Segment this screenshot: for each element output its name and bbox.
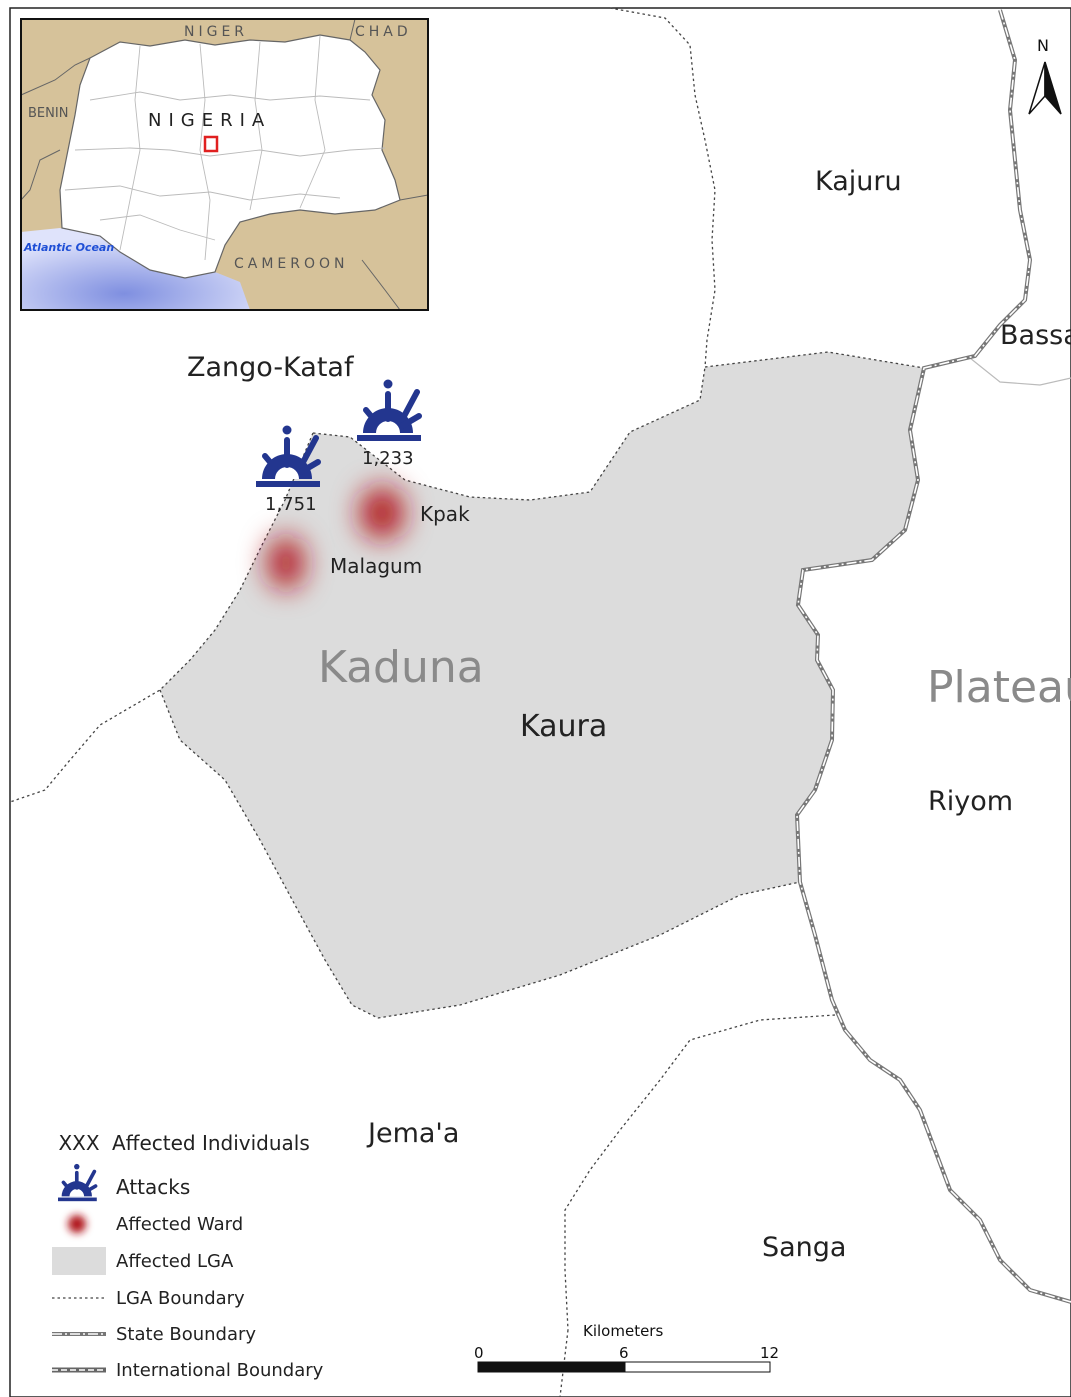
state-label-plateau: Plateau xyxy=(927,662,1071,713)
lga-label-zango-kataf: Zango-Kataf xyxy=(187,352,354,383)
legend-affected-individuals-label: Affected Individuals xyxy=(112,1131,310,1155)
lga-label-jemaa: Jema'a xyxy=(368,1118,460,1149)
legend-row-affected-ward: Affected Ward xyxy=(52,1209,243,1239)
lga-label-riyom: Riyom xyxy=(928,786,1014,817)
legend-state-boundary-label: State Boundary xyxy=(116,1323,257,1345)
legend-row-lga-boundary: LGA Boundary xyxy=(52,1283,245,1313)
scale-tick-12: 12 xyxy=(760,1344,780,1362)
affected-ward-kpak-shape xyxy=(360,487,404,539)
affected-ward-malagum-shape xyxy=(268,537,304,589)
affected-lga-kaura xyxy=(160,352,924,1018)
inset-label-cameroon: CAMEROON xyxy=(234,256,349,272)
legend-row-affected-lga: Affected LGA xyxy=(52,1246,233,1276)
legend-affected-lga-label: Affected LGA xyxy=(116,1250,234,1272)
inset-label-niger: NIGER xyxy=(184,24,249,40)
inset-label-nigeria: NIGERIA xyxy=(148,110,272,131)
legend-lga-boundary-label: LGA Boundary xyxy=(116,1287,245,1309)
affected-count-malagum: 1,751 xyxy=(265,494,317,515)
inset-label-atlantic-ocean: Atlantic Ocean xyxy=(24,241,115,254)
scale-tick-6: 6 xyxy=(619,1344,629,1362)
legend-row-attacks: Attacks xyxy=(52,1172,190,1202)
inset-ocean xyxy=(21,228,250,310)
legend-lga-swatch xyxy=(52,1247,106,1275)
legend-row-affected-individuals: XXX Affected Individuals xyxy=(52,1128,310,1158)
ward-label-kpak: Kpak xyxy=(420,502,470,526)
legend-ward-swatch xyxy=(68,1215,86,1233)
legend-attacks-label: Attacks xyxy=(116,1175,191,1199)
inset-label-benin: BENIN xyxy=(28,106,69,121)
scale-bar xyxy=(477,1361,771,1373)
legend-affected-ward-label: Affected Ward xyxy=(116,1213,244,1235)
inset-locator-box xyxy=(203,135,219,153)
ward-label-malagum: Malagum xyxy=(330,554,423,578)
bassa-boundary xyxy=(969,357,1071,386)
scale-tick-0: 0 xyxy=(474,1344,484,1362)
lga-label-sanga: Sanga xyxy=(762,1232,847,1263)
north-arrow-label: N xyxy=(1037,36,1049,55)
state-label-kaduna: Kaduna xyxy=(318,642,484,693)
lga-label-bassa: Bassa xyxy=(1000,320,1071,351)
inset-map xyxy=(20,18,429,311)
scale-bar-title: Kilometers xyxy=(583,1322,664,1340)
lga-label-kajuru: Kajuru xyxy=(815,166,902,197)
inset-label-chad: CHAD xyxy=(355,24,412,40)
lga-boundaries xyxy=(9,7,925,1331)
lga-label-kaura: Kaura xyxy=(520,709,608,744)
legend-row-international-boundary: International Boundary xyxy=(52,1355,323,1385)
north-arrow-icon xyxy=(1028,61,1062,115)
affected-count-kpak: 1,233 xyxy=(362,448,414,469)
state-boundaries xyxy=(794,9,1071,1304)
legend-row-state-boundary: State Boundary xyxy=(52,1319,256,1349)
legend-international-boundary-label: International Boundary xyxy=(116,1359,324,1381)
legend-affected-individuals-symbol: XXX xyxy=(58,1131,100,1155)
